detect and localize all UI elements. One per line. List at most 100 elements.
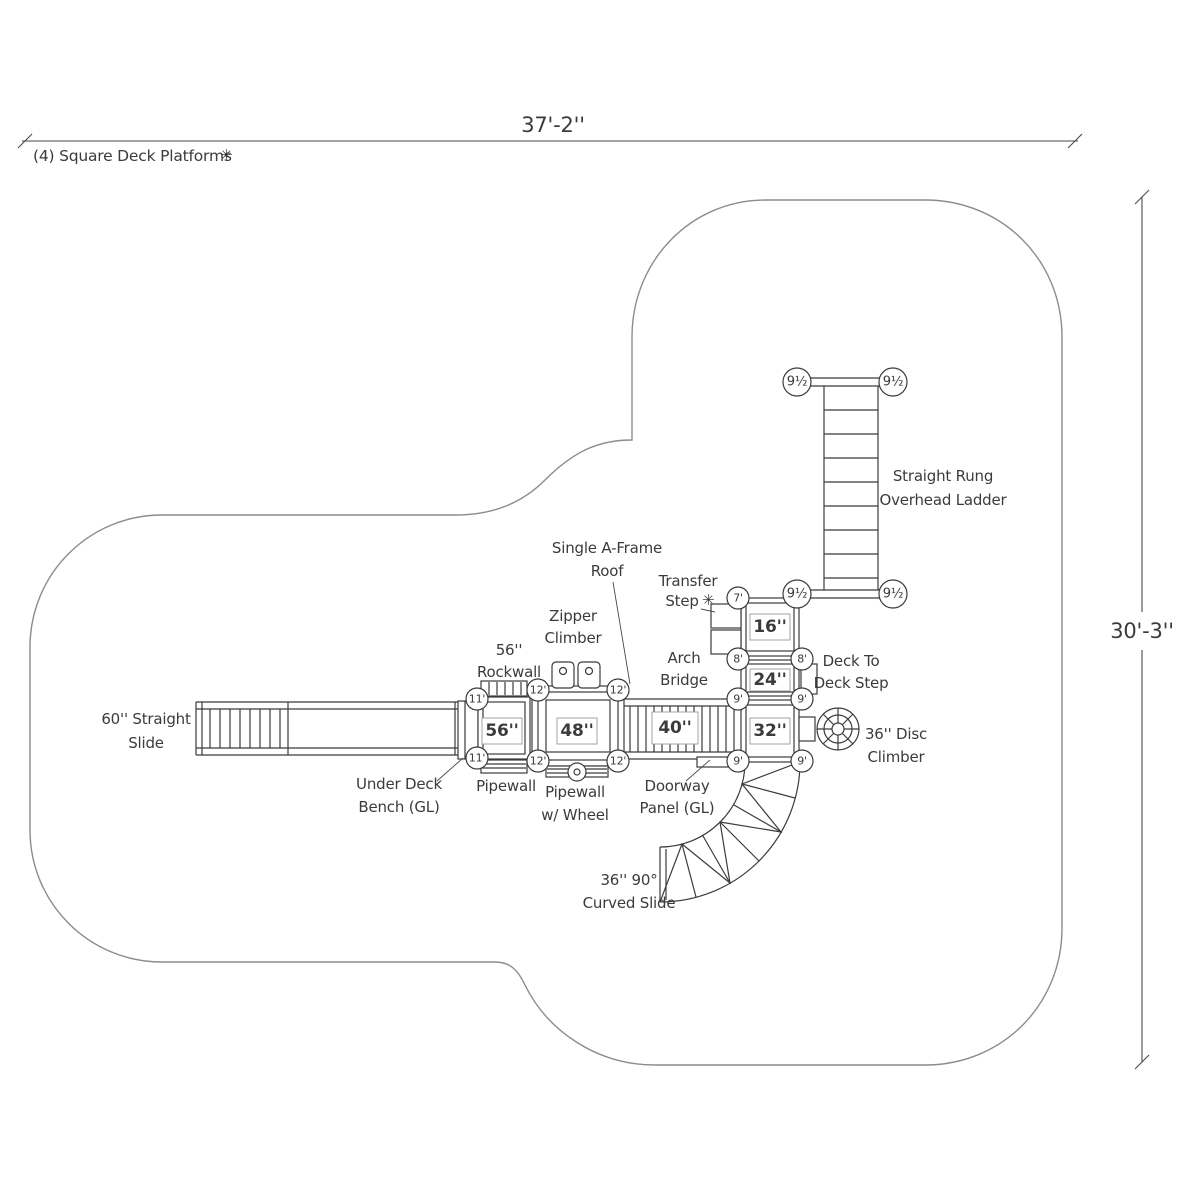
bench-leader — [436, 757, 464, 782]
transfer-step-label-2: Step — [665, 592, 698, 610]
steering-wheel-hub — [573, 768, 581, 776]
deck-16-height: 16'' — [753, 617, 786, 637]
post-circle — [878, 579, 908, 609]
deck-16-label-box — [749, 613, 791, 641]
arch-bridge-label-2: Bridge — [660, 671, 708, 689]
dimension-top: 37'-2'' — [17, 113, 1083, 149]
post-circle — [526, 749, 550, 773]
steering-wheel — [567, 762, 587, 782]
post-circle — [790, 749, 814, 773]
slide-rails — [196, 701, 458, 756]
post-12ft-top-left: 12' — [526, 678, 550, 702]
deck-32: 32'' — [740, 699, 800, 763]
transfer-step-asterisk: ✳ — [702, 591, 714, 609]
slide-rung-lines — [209, 709, 281, 748]
post-circle — [782, 367, 812, 397]
zipper-right-grip — [584, 666, 594, 676]
post-8ft-right: 8' — [790, 647, 814, 671]
bridge-rails — [624, 698, 741, 760]
post-9ft-upper-right: 9' — [790, 687, 814, 711]
zipper-climber-label-2: Climber — [545, 629, 603, 647]
curved-slide-label-2: Curved Slide — [583, 894, 676, 912]
post-label: 9' — [733, 755, 743, 768]
rockwall-label-2: Rockwall — [477, 663, 541, 681]
deck-48-height: 48'' — [560, 721, 593, 741]
zipper-climber-unit — [551, 661, 601, 689]
deck-56: 56'' — [477, 696, 531, 760]
pipewall-pipes — [482, 763, 526, 769]
structure: 56'' 48'' — [195, 367, 908, 903]
post-12ft-top-right: 12' — [606, 678, 630, 702]
deck-to-deck-label-2: Deck Step — [814, 674, 889, 692]
disc-climber-label-2: Climber — [868, 748, 926, 766]
post-8ft-left: 8' — [726, 647, 750, 671]
post-label: 9½ — [787, 587, 807, 602]
post-label: 11' — [469, 752, 485, 765]
zipper-climber-label-1: Zipper — [549, 607, 598, 625]
post-circle — [726, 687, 750, 711]
post-label: 7' — [733, 592, 743, 605]
post-label: 8' — [797, 653, 807, 666]
curved-slide-label-1: 36'' 90° — [600, 871, 657, 889]
straight-slide-label-2: Slide — [128, 734, 164, 752]
dimension-top-tick-right — [1067, 133, 1083, 149]
curved-slide-mesh — [659, 761, 801, 903]
disc-spokes — [817, 708, 859, 750]
deck-32-inner — [745, 704, 795, 758]
rockwall-panel — [480, 680, 528, 697]
post-circle — [606, 749, 630, 773]
post-label: 12' — [530, 684, 546, 697]
post-circle — [790, 647, 814, 671]
curved-slide-radials — [681, 783, 796, 898]
arch-bridge-unit: 40'' — [624, 698, 741, 760]
post-label: 9' — [797, 693, 807, 706]
deck-56-label-box — [481, 717, 523, 745]
deck-32-label-box — [749, 717, 791, 745]
overhead-ladder-label-1: Straight Rung — [893, 467, 993, 485]
under-deck-bench-label-2: Bench (GL) — [358, 798, 439, 816]
deck-56-height: 56'' — [485, 721, 518, 741]
post-11ft-bottom: 11' — [465, 746, 489, 770]
dimension-top-tick-left — [17, 133, 33, 149]
title-text: (4) Square Deck Platforms — [33, 147, 232, 165]
post-11ft-top: 11' — [465, 687, 489, 711]
deck-24-inner — [745, 663, 795, 693]
doorway-panel-label-1: Doorway — [644, 777, 709, 795]
pipewall-wheel-label-2: w/ Wheel — [541, 806, 608, 824]
leader-lines — [436, 581, 716, 782]
curved-slide-unit — [659, 761, 801, 903]
deck-40-label-box — [651, 711, 699, 745]
pipewall-panel — [480, 759, 528, 774]
post-label: 8' — [733, 653, 743, 666]
under-deck-bench-label-1: Under Deck — [356, 775, 442, 793]
ladder-rails — [823, 386, 879, 590]
post-label: 12' — [530, 755, 546, 768]
post-circle — [726, 749, 750, 773]
post-label: 9½ — [787, 375, 807, 390]
disc-climber-label-1: 36'' Disc — [865, 725, 927, 743]
post-12ft-bottom-right: 12' — [606, 749, 630, 773]
pipewall-wheel-panel — [545, 762, 609, 782]
aframe-roof-label-1: Single A-Frame — [552, 539, 662, 557]
deck-32-height: 32'' — [753, 721, 786, 741]
post-9ft-lower-right: 9' — [790, 749, 814, 773]
deck-24-height: 24'' — [753, 670, 786, 690]
dimension-right-tick-bottom — [1134, 1054, 1150, 1070]
pipewall-wheel-label-1: Pipewall — [545, 783, 605, 801]
post-label: 9' — [797, 755, 807, 768]
post-12ft-bottom-left: 12' — [526, 749, 550, 773]
deck-48-label-box — [556, 717, 598, 745]
deck-posts: 7' 8' 8' 9' 9' 9' 9' 12' 12' 12' 12' 11'… — [465, 586, 814, 773]
rockwall-outline — [480, 680, 528, 697]
straight-slide-label-1: 60'' Straight — [101, 710, 191, 728]
deck-40-height: 40'' — [658, 718, 691, 738]
post-label: 12' — [610, 755, 626, 768]
doorway-panel-label-2: Panel (GL) — [640, 799, 715, 817]
overhead-ladder-unit: 9½ 9½ 9½ 9½ — [782, 367, 908, 609]
post-9ft-lower-left: 9' — [726, 749, 750, 773]
ladder-post-top-left: 9½ — [782, 367, 812, 397]
ladder-post-bottom-right: 9½ — [878, 579, 908, 609]
dimension-width-value: 37'-2'' — [521, 113, 585, 137]
